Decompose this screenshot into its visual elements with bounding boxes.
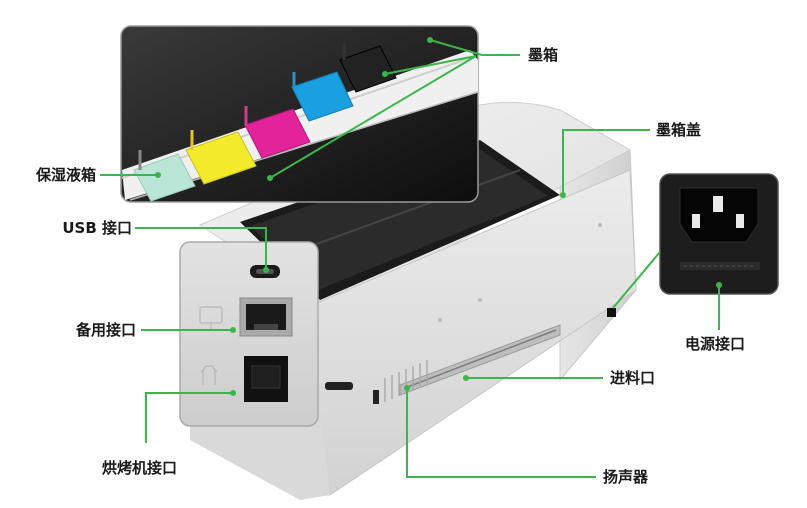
cartridge-inset — [120, 25, 479, 203]
rear-small-port — [607, 308, 616, 317]
label-ink-cartridge: 墨箱 — [528, 46, 559, 64]
dryer-port-icon — [200, 365, 218, 385]
cartridge-magenta — [244, 108, 311, 159]
side-slot — [325, 382, 353, 390]
label-speaker: 扬声器 — [603, 468, 649, 486]
cartridge-black — [339, 45, 397, 93]
label-power-port: 电源接口 — [685, 335, 746, 353]
label-backup-port: 备用接口 — [75, 321, 136, 339]
cartridge-cyan — [291, 71, 354, 122]
cartridge-yellow — [185, 131, 257, 185]
label-moist-box: 保湿液箱 — [35, 166, 96, 184]
speaker-grille — [384, 360, 428, 402]
cartridge-mint — [133, 153, 196, 202]
label-usb-port: USB 接口 — [62, 219, 132, 237]
ports-inset — [179, 241, 319, 427]
leader-dots — [155, 37, 722, 396]
power-socket-icon — [679, 187, 759, 243]
label-ink-cover: 墨箱盖 — [656, 121, 702, 139]
label-dryer-port: 烘烤机接口 — [102, 459, 178, 477]
label-feed-slot: 进料口 — [610, 369, 656, 387]
leader-lines — [100, 39, 720, 478]
dryer-rj-port — [244, 356, 288, 402]
power-inset — [659, 173, 779, 295]
ethernet-port-icon — [239, 297, 293, 337]
